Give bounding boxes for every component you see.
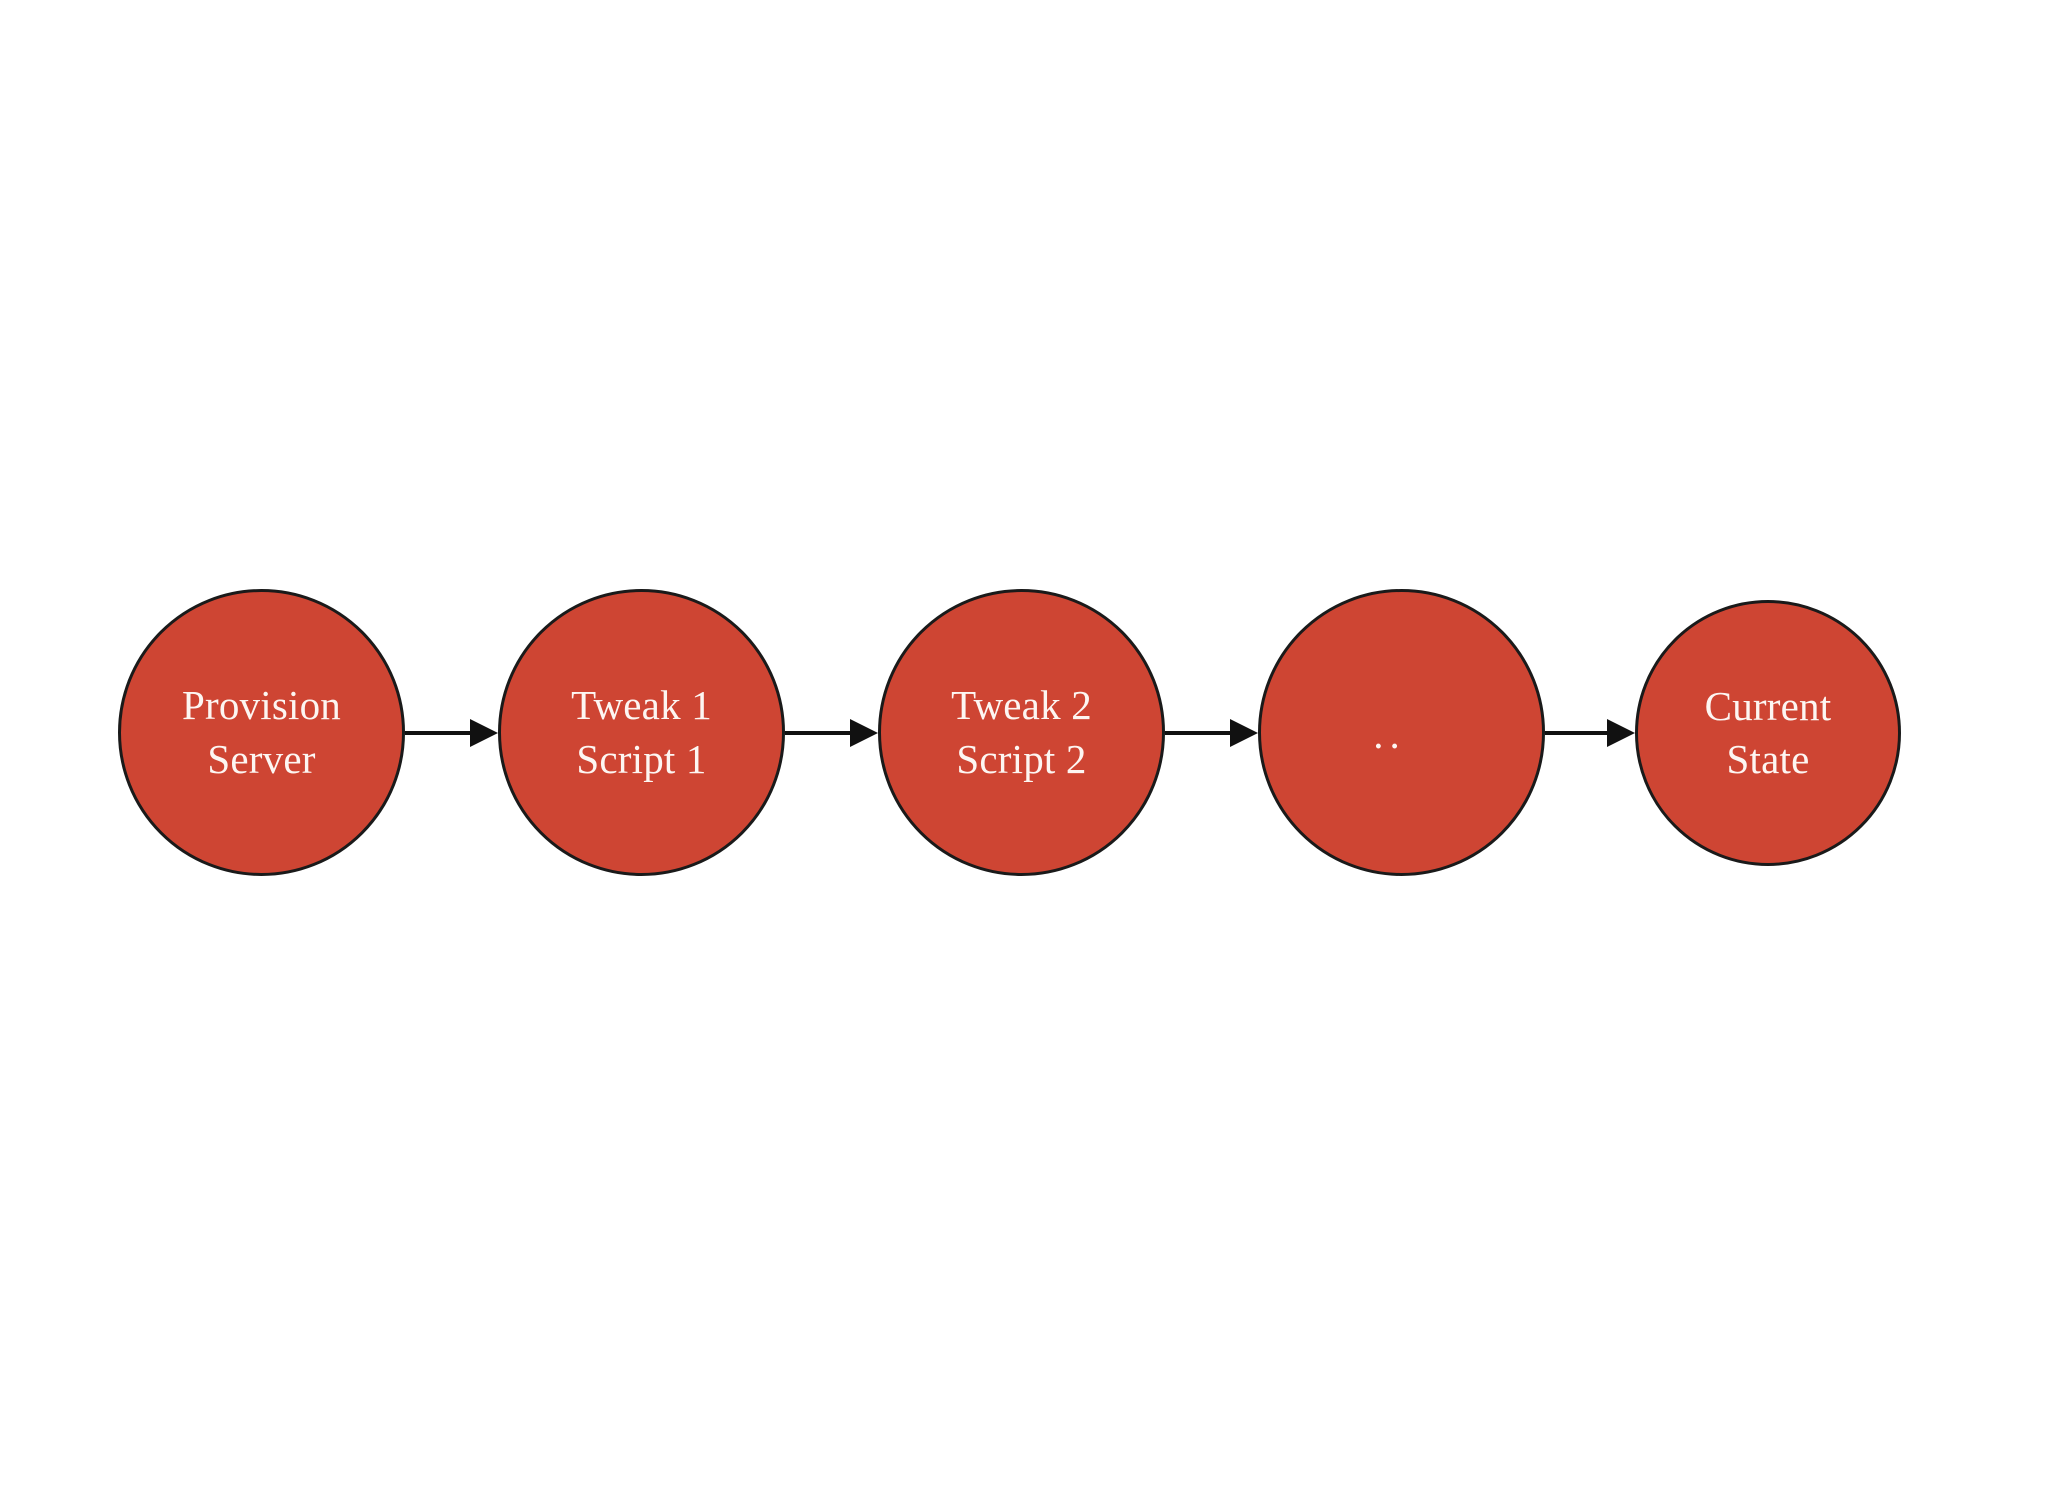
node-label-ellipsis: .. [1373, 711, 1406, 757]
node-ellipsis[interactable]: .. [1258, 589, 1545, 876]
node-tweak-1[interactable]: Tweak 1 Script 1 [498, 589, 785, 876]
node-tweak-2[interactable]: Tweak 2 Script 2 [878, 589, 1165, 876]
node-label-line-2: Server [207, 735, 316, 782]
arrow-shaft [405, 731, 472, 735]
arrow-shaft [785, 731, 852, 735]
node-label-line-1: Tweak 2 [951, 682, 1092, 729]
arrow-shaft [1545, 731, 1609, 735]
arrow-shaft [1165, 731, 1232, 735]
node-label-line-2: Script 2 [956, 735, 1087, 782]
node-label-line-2: State [1726, 736, 1810, 782]
flow-row: Provision Server Tweak 1 Script 1 Tweak … [0, 589, 2048, 879]
arrow-ellipsis-to-current-state [1545, 718, 1635, 748]
arrow-head-icon [1607, 719, 1635, 747]
arrow-head-icon [470, 719, 498, 747]
node-provision-server[interactable]: Provision Server [118, 589, 405, 876]
arrow-tweak-2-to-ellipsis [1165, 718, 1258, 748]
arrow-tweak-1-to-tweak-2 [785, 718, 878, 748]
arrow-provision-server-to-tweak-1 [405, 718, 498, 748]
node-current-state[interactable]: Current State [1635, 600, 1901, 866]
node-label-line-1: Current [1704, 682, 1832, 729]
arrow-head-icon [850, 719, 878, 747]
node-label-line-2: Script 1 [576, 735, 707, 782]
arrow-head-icon [1230, 719, 1258, 747]
node-label-line-1: Provision [182, 682, 341, 729]
node-label-line-1: Tweak 1 [571, 682, 712, 729]
